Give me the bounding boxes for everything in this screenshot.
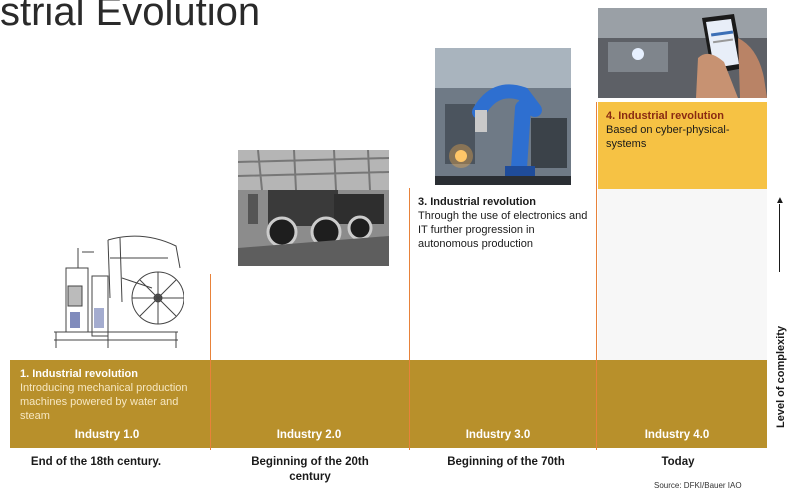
divider-line <box>409 188 410 450</box>
stage-label-industry-2: Industry 2.0 <box>276 429 342 441</box>
revolution-3-title: 3. Industrial revolution <box>418 196 536 208</box>
revolution-4-description: Based on cyber-physical-systems <box>606 124 730 150</box>
revolution-1-text: 1. Industrial revolution Introducing mec… <box>20 367 195 423</box>
smartphone-photo <box>598 8 767 98</box>
industry4-background <box>598 189 767 360</box>
complexity-axis-label: Level of complexity <box>775 325 787 428</box>
revolution-3-text: 3. Industrial revolution Through the use… <box>418 195 590 251</box>
revolution-1-description: Introducing mechanical production machin… <box>20 382 188 422</box>
source-credit: Source: DFKI/Bauer IAO <box>654 481 742 490</box>
era-label-1: End of the 18th century. <box>30 456 162 468</box>
steam-engine-illustration <box>54 235 184 348</box>
assembly-line-photo <box>238 150 389 266</box>
divider-line <box>210 274 211 450</box>
revolution-3-description: Through the use of electronics and IT fu… <box>418 210 588 250</box>
up-arrow-icon: ▲ <box>775 195 785 206</box>
revolution-1-title: 1. Industrial revolution <box>20 368 138 380</box>
stage-label-industry-1: Industry 1.0 <box>74 429 140 441</box>
era-label-3: Beginning of the 70th <box>447 456 565 468</box>
revolution-4-text: 4. Industrial revolution Based on cyber-… <box>606 109 764 151</box>
stage-label-industry-4: Industry 4.0 <box>644 429 710 441</box>
era-label-2: Beginning of the 20th century <box>251 456 369 483</box>
industry4-highlight-panel <box>598 102 767 189</box>
stage-label-industry-3: Industry 3.0 <box>465 429 531 441</box>
industrial-robot-photo <box>435 48 571 185</box>
revolution-4-title: 4. Industrial revolution <box>606 110 724 122</box>
complexity-axis-line <box>779 204 780 272</box>
divider-line <box>596 102 597 450</box>
timeline-band <box>10 360 767 448</box>
slide-title: strial Evolution <box>0 0 261 34</box>
era-label-4: Today <box>661 456 695 468</box>
